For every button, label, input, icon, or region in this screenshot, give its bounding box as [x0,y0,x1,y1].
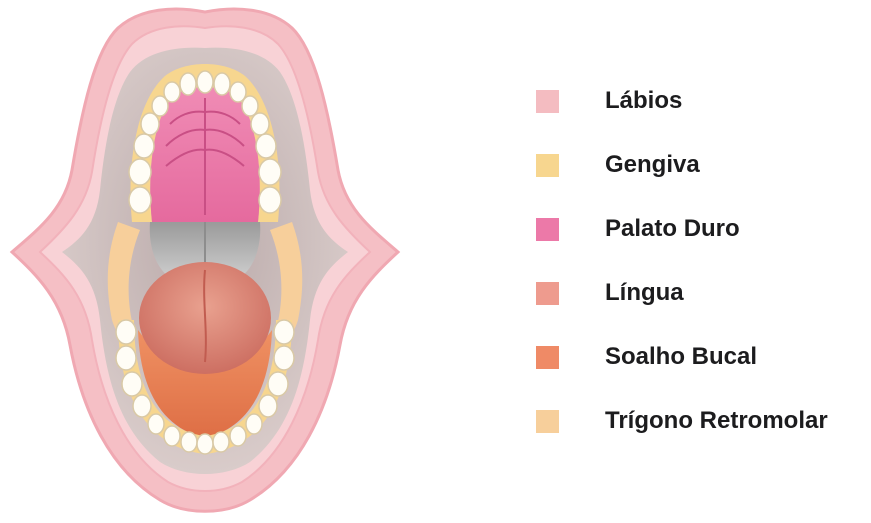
legend-item-soalho-bucal: Soalho Bucal [536,335,866,379]
legend-label-soalho-bucal: Soalho Bucal [605,343,757,371]
legend: Lábios Gengiva Palato Duro Língua Soalho… [536,79,866,463]
legend-item-trigono-retromolar: Trígono Retromolar [536,399,866,443]
open-mouth-anatomy-icon [0,0,410,523]
legend-label-gengiva: Gengiva [605,151,700,179]
legend-item-gengiva: Gengiva [536,143,866,187]
legend-swatch-soalho-bucal [536,346,559,369]
legend-swatch-palato-duro [536,218,559,241]
legend-swatch-gengiva [536,154,559,177]
legend-swatch-lingua [536,282,559,305]
legend-swatch-labios [536,90,559,113]
legend-label-trigono-retromolar: Trígono Retromolar [605,407,828,435]
legend-swatch-trigono-retromolar [536,410,559,433]
legend-label-palato-duro: Palato Duro [605,215,740,243]
legend-item-labios: Lábios [536,79,866,123]
legend-item-lingua: Língua [536,271,866,315]
legend-item-palato-duro: Palato Duro [536,207,866,251]
legend-label-lingua: Língua [605,279,684,307]
legend-label-labios: Lábios [605,87,682,115]
